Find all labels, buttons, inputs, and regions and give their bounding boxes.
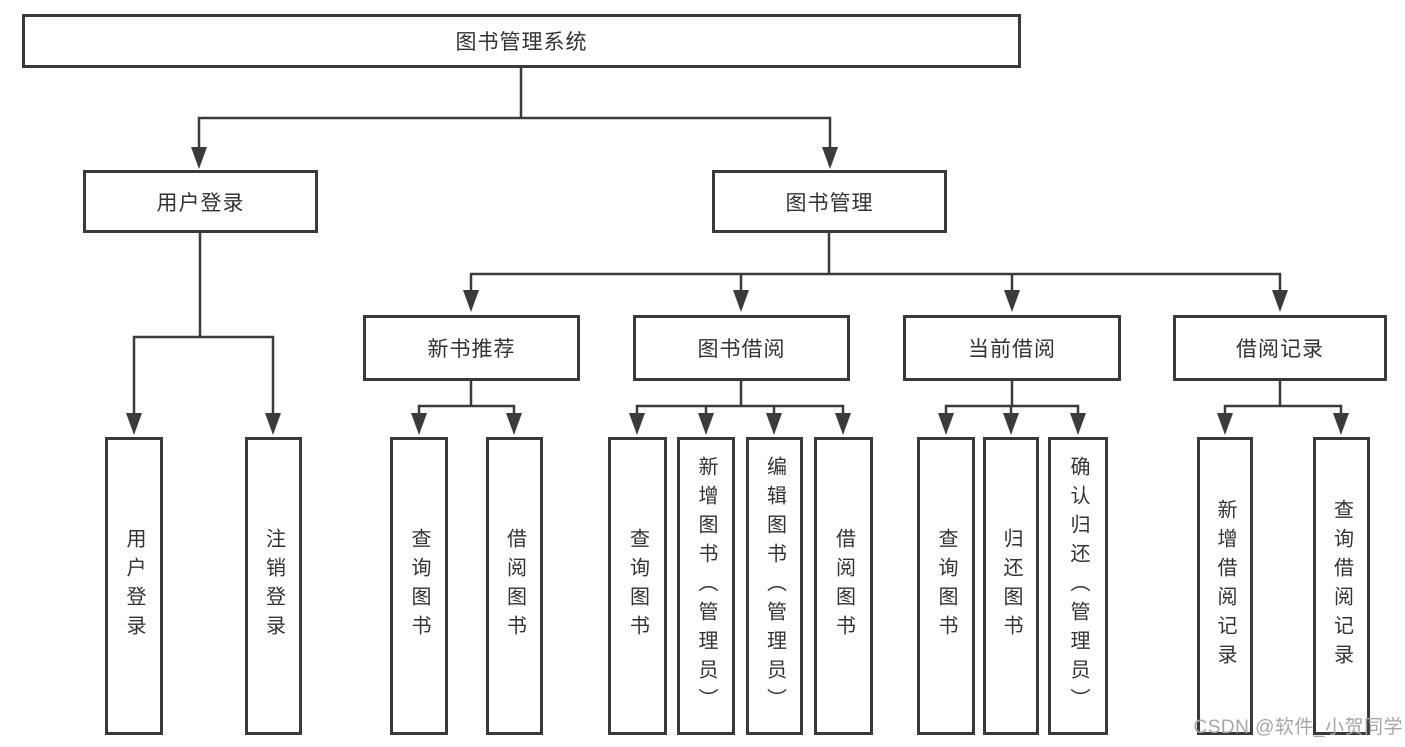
arrowhead	[1333, 413, 1349, 435]
arrowhead	[629, 413, 645, 435]
node-user-login-action: 用户登录	[105, 437, 163, 735]
node-label: 新增图书（管理员）	[695, 455, 717, 717]
arrowhead	[1070, 413, 1086, 435]
node-query-books-recommend: 查询图书	[390, 437, 448, 735]
node-label: 新增借阅记录	[1214, 499, 1236, 673]
node-label: 查询图书	[935, 528, 957, 644]
connector-line	[469, 272, 1282, 295]
node-label: 借阅图书	[832, 528, 855, 644]
node-borrow-records: 借阅记录	[1173, 315, 1387, 381]
connector-line	[197, 116, 832, 152]
arrowhead	[938, 413, 954, 435]
connector-line	[132, 335, 275, 418]
node-return-book: 归还图书	[983, 437, 1039, 735]
node-label: 归还图书	[1000, 528, 1022, 644]
connector-line	[1223, 404, 1343, 418]
node-label: 查询图书	[408, 528, 430, 644]
arrowhead	[1004, 290, 1020, 312]
arrowhead	[463, 290, 479, 312]
node-borrow-books-recommend: 借阅图书	[486, 437, 543, 735]
node-current-borrowing: 当前借阅	[903, 315, 1121, 381]
node-label: 图书管理	[785, 191, 874, 215]
arrowhead	[766, 413, 782, 435]
arrowhead	[1003, 413, 1019, 435]
node-label: 编辑图书（管理员）	[763, 455, 786, 717]
node-label: 当前借阅	[968, 338, 1056, 361]
node-confirm-return-admin: 确认归还（管理员）	[1048, 437, 1108, 735]
node-add-borrow-record: 新增借阅记录	[1197, 437, 1253, 735]
node-user-login-branch: 用户登录	[83, 170, 318, 233]
node-label: 查询借阅记录	[1330, 499, 1353, 673]
arrowhead	[1272, 290, 1288, 312]
arrowhead	[506, 413, 522, 435]
node-label: 用户登录	[123, 528, 145, 644]
arrowhead	[191, 147, 207, 169]
arrowhead	[698, 413, 714, 435]
arrowhead	[1217, 413, 1233, 435]
node-edit-book-admin: 编辑图书（管理员）	[746, 437, 803, 735]
arrowhead	[822, 147, 838, 169]
node-root-system: 图书管理系统	[22, 14, 1021, 68]
node-new-book-recommend: 新书推荐	[363, 315, 580, 381]
arrowhead	[411, 413, 427, 435]
node-label: 新书推荐	[427, 338, 516, 361]
node-label: 借阅图书	[503, 528, 526, 644]
node-borrow-books: 借阅图书	[814, 437, 873, 735]
arrowhead	[126, 413, 142, 435]
node-book-management: 图书管理	[712, 170, 947, 233]
arrowhead	[733, 290, 749, 312]
node-query-books-current: 查询图书	[917, 437, 975, 735]
node-query-books-borrow: 查询图书	[608, 437, 667, 735]
node-query-borrow-record: 查询借阅记录	[1313, 437, 1370, 735]
node-add-book-admin: 新增图书（管理员）	[677, 437, 735, 735]
node-label: 确认归还（管理员）	[1067, 455, 1089, 717]
arrowhead	[265, 413, 281, 435]
node-label: 查询图书	[626, 528, 649, 644]
node-label: 用户登录	[156, 191, 245, 215]
node-logout-action: 注销登录	[245, 437, 302, 735]
arrowhead	[835, 413, 851, 435]
node-label: 图书借阅	[697, 338, 786, 361]
connector-line	[635, 404, 845, 418]
csdn-watermark: CSDN @软件_小贺同学	[1193, 717, 1403, 738]
node-label: 借阅记录	[1236, 338, 1324, 361]
node-label: 注销登录	[262, 528, 285, 644]
node-label: 图书管理系统	[455, 31, 588, 54]
connector-line	[417, 404, 516, 418]
node-book-borrowing: 图书借阅	[633, 315, 850, 381]
